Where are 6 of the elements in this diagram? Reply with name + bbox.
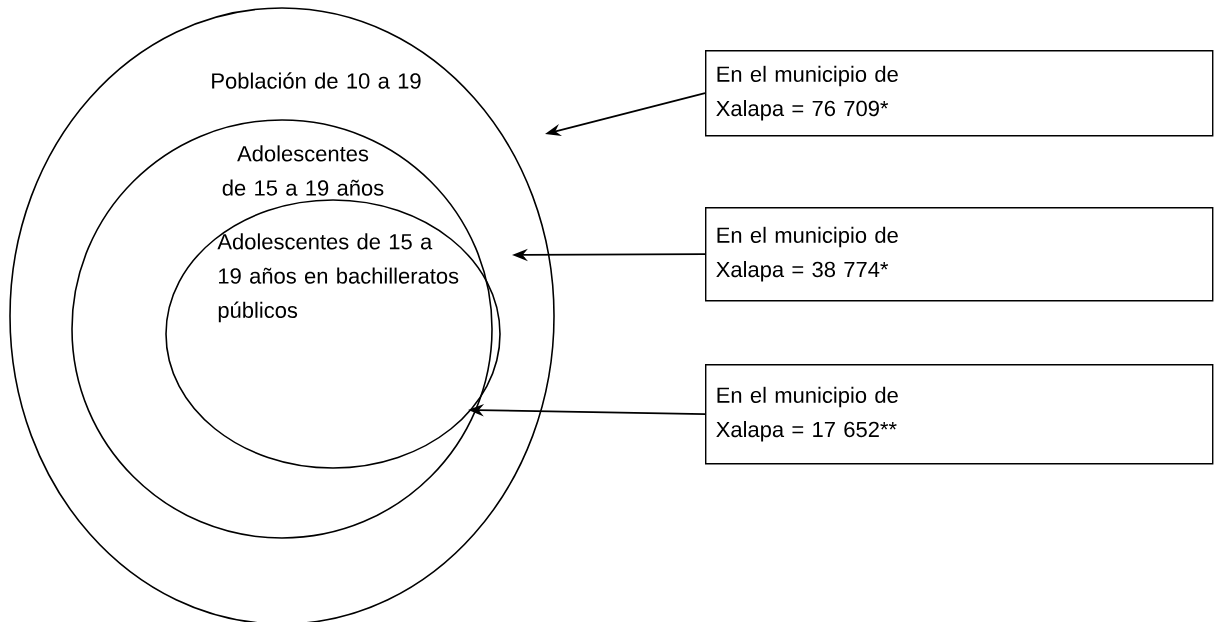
ring-label: Adolescentes de 15 a 19 años: [222, 145, 384, 196]
text-box: En el municipio de Xalapa = 17 652**: [705, 364, 1214, 465]
text-box: En el municipio de Xalapa = 76 709*: [705, 50, 1214, 137]
ring-label: Adolescentes de 15 a 19 años en bachilleratos públicos: [217, 233, 459, 323]
ring-label: Población de 10 a 19: [212, 72, 421, 89]
text-box: En el municipio de Xalapa = 38 774*: [705, 207, 1214, 302]
